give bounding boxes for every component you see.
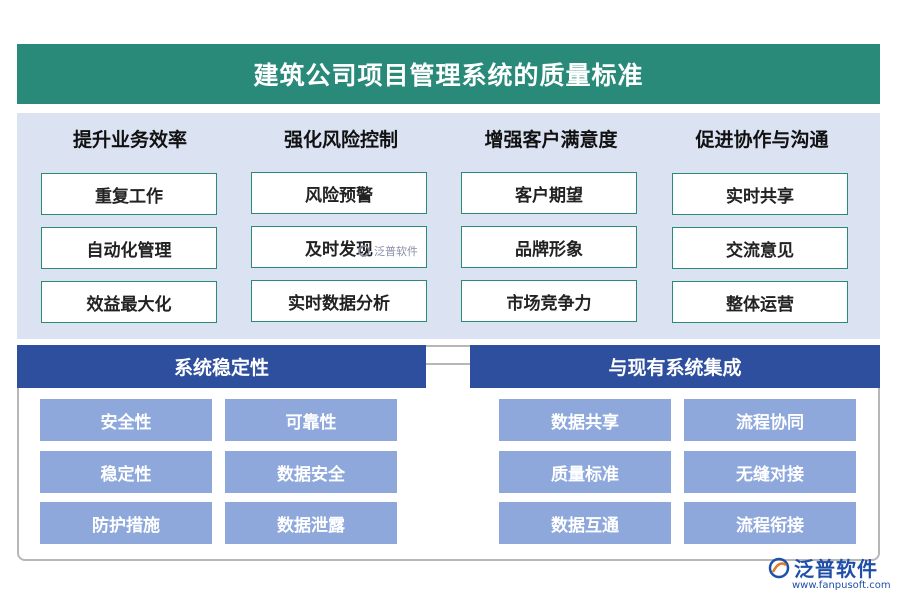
item-box: 重复工作: [41, 173, 217, 215]
column-heading-collaboration: 促进协作与沟通: [695, 129, 829, 151]
stability-item: 数据泄露: [225, 502, 397, 544]
column-heading-customer: 增强客户满意度: [484, 129, 618, 151]
section-heading-integration: 与现有系统集成: [470, 345, 880, 388]
item-box: 客户期望: [461, 172, 637, 214]
item-box: 品牌形象: [461, 226, 637, 268]
watermark-logo-icon: [358, 245, 370, 257]
integration-item: 质量标准: [499, 451, 671, 493]
integration-item: 数据互通: [499, 502, 671, 544]
item-box: 效益最大化: [41, 281, 217, 323]
item-box: 实时共享: [672, 173, 848, 215]
item-box: 及时发现: [251, 226, 427, 268]
column-heading-risk: 强化风险控制: [283, 129, 398, 151]
integration-item: 无缝对接: [684, 451, 856, 493]
logo-url: www.fanpusoft.com: [792, 580, 891, 591]
section-connector: [426, 363, 470, 365]
item-box: 风险预警: [251, 172, 427, 214]
fanpu-logo-icon: [768, 557, 790, 578]
stability-item: 稳定性: [40, 451, 212, 493]
item-box: 交流意见: [672, 227, 848, 269]
diagram-title: 建筑公司项目管理系统的质量标准: [17, 44, 880, 104]
integration-item: 流程协同: [684, 399, 856, 441]
stability-item: 可靠性: [225, 399, 397, 441]
watermark: 泛普软件: [357, 243, 418, 259]
item-box: 自动化管理: [41, 227, 217, 269]
stability-item: 防护措施: [40, 502, 212, 544]
integration-item: 流程衔接: [684, 502, 856, 544]
integration-item: 数据共享: [499, 399, 671, 441]
column-heading-efficiency: 提升业务效率: [72, 129, 187, 151]
watermark-text: 泛普软件: [374, 245, 418, 258]
item-box: 整体运营: [672, 281, 848, 323]
brand-logo: 泛普软件 www.fanpusoft.com: [768, 553, 891, 591]
item-box: 市场竞争力: [461, 280, 637, 322]
item-box: 实时数据分析: [251, 280, 427, 322]
stability-item: 安全性: [40, 399, 212, 441]
logo-name: 泛普软件: [794, 557, 878, 581]
stability-item: 数据安全: [225, 451, 397, 493]
section-heading-stability: 系统稳定性: [17, 345, 426, 388]
